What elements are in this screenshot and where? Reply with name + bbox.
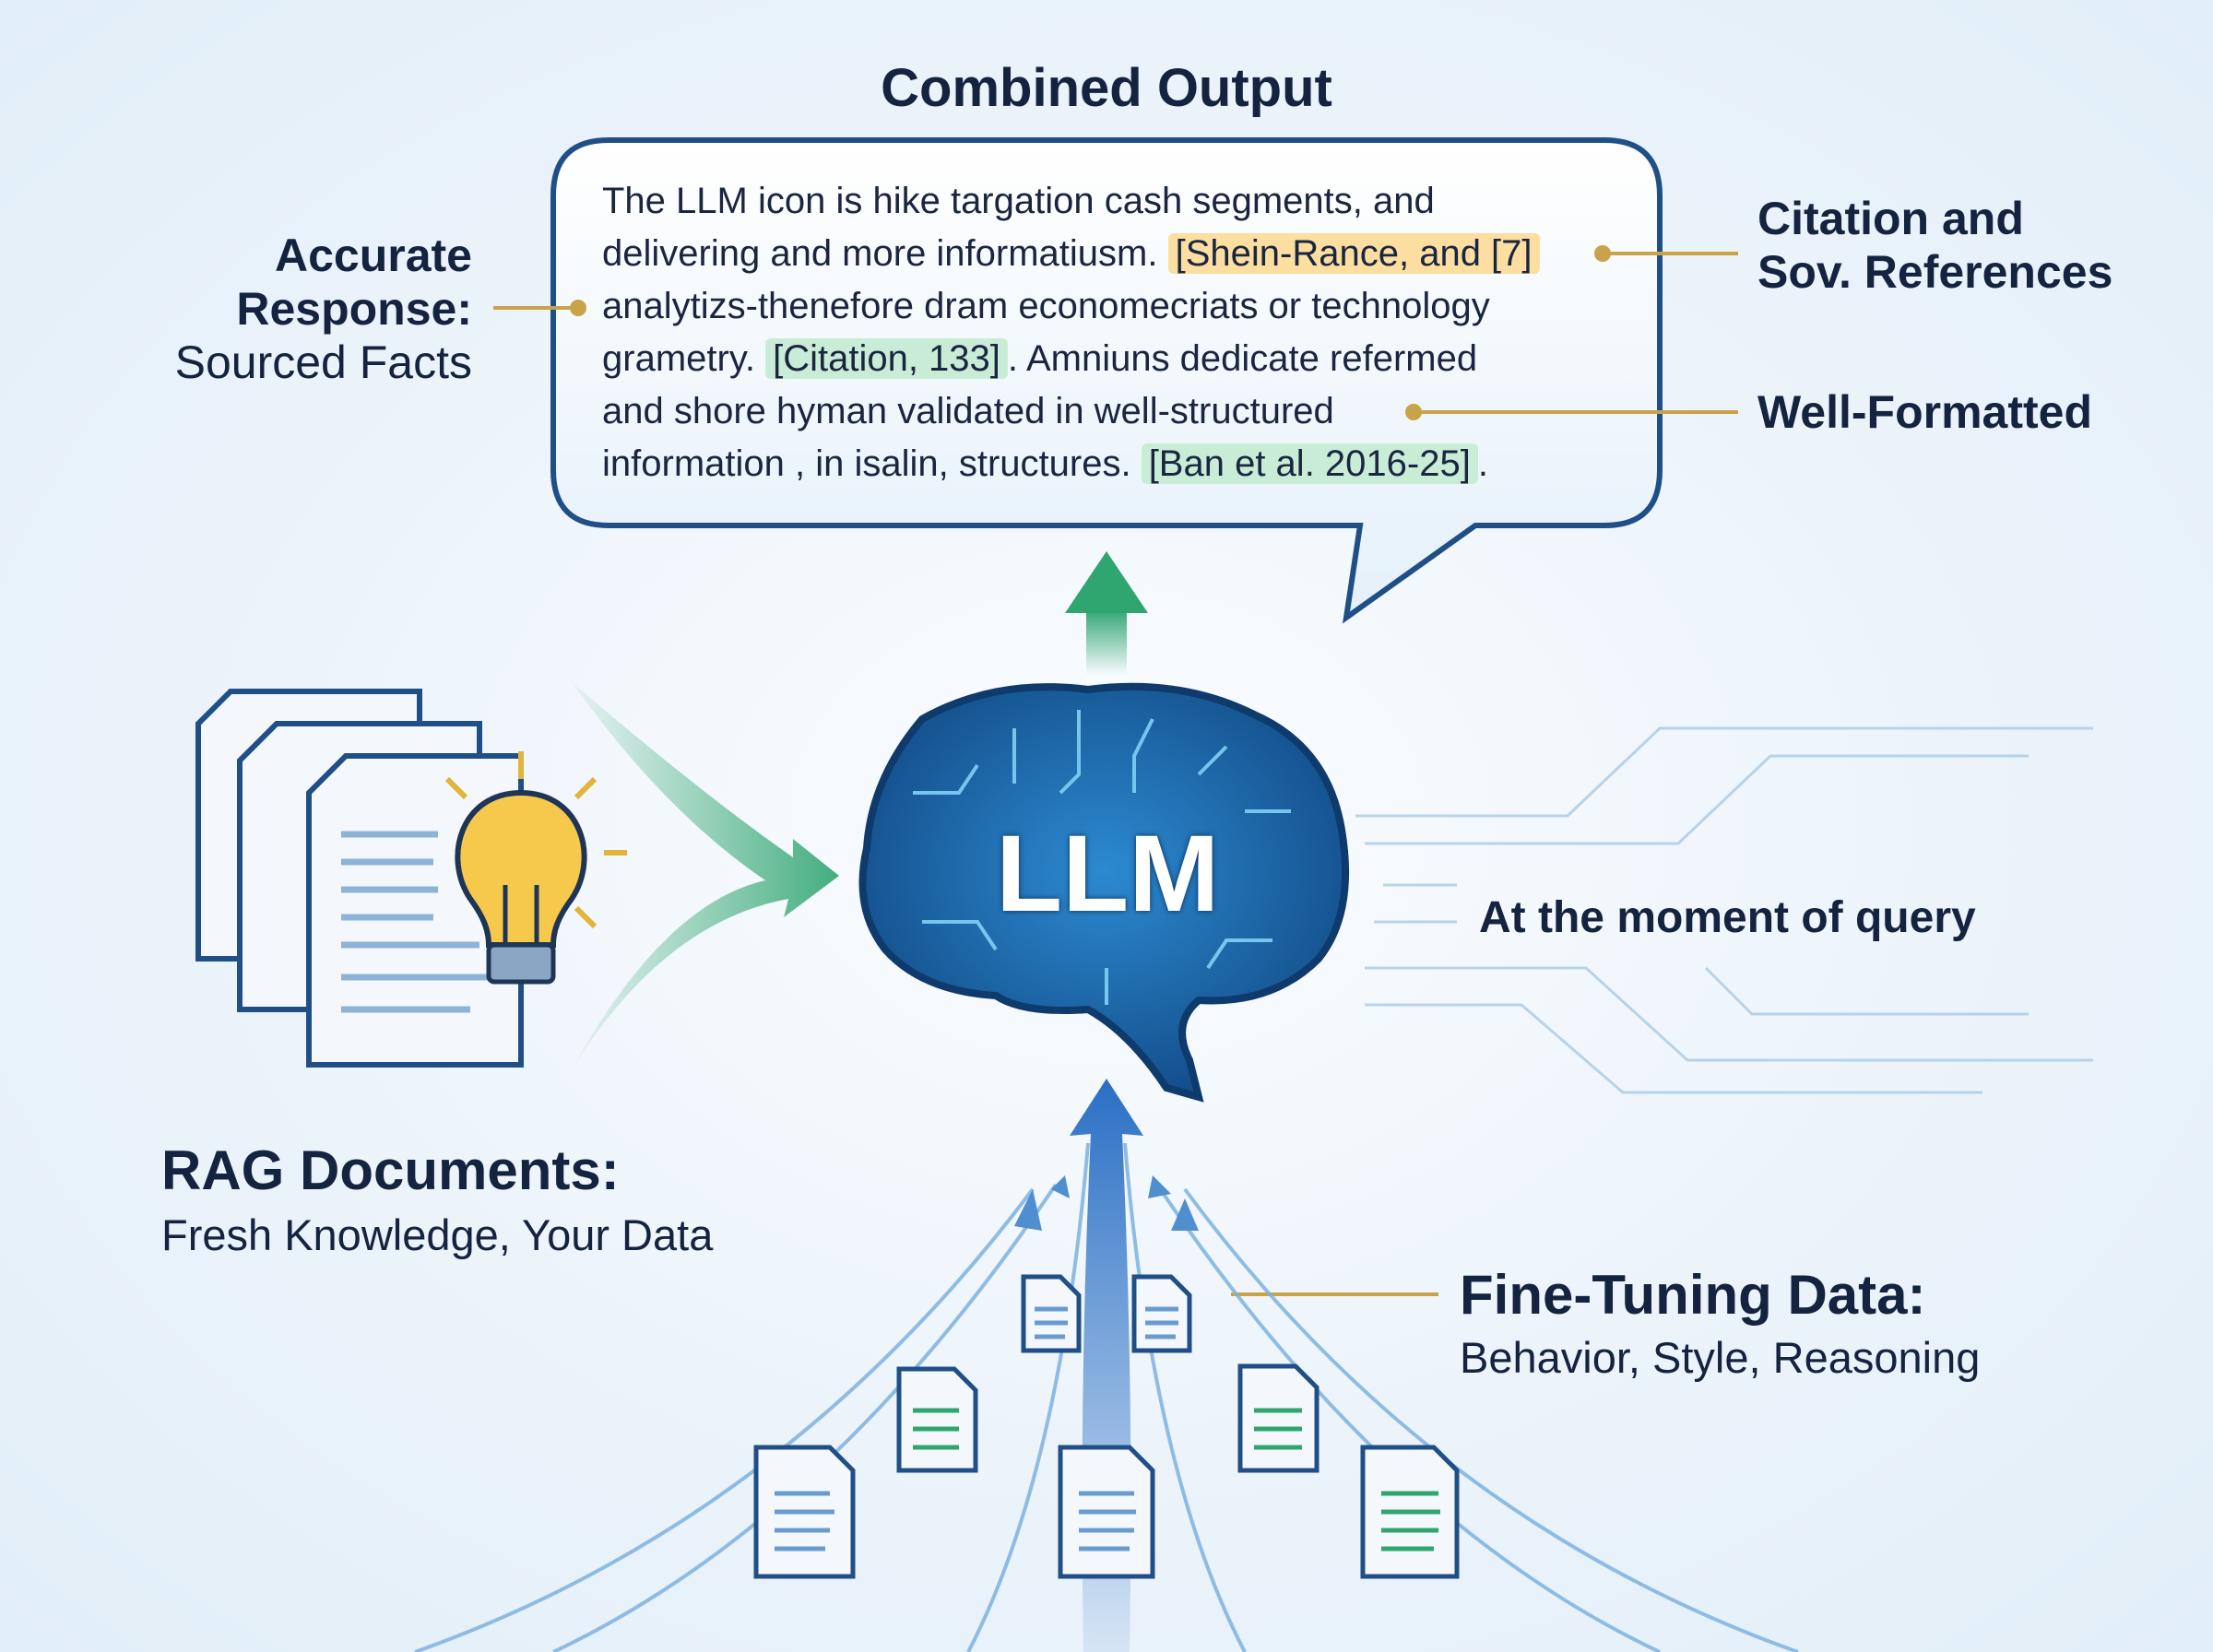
well-formatted-label: Well-Formatted — [1757, 386, 2092, 438]
doc-icon — [1360, 1445, 1460, 1579]
citation-highlight: [Citation, 133] — [765, 338, 1008, 379]
connector-lines — [493, 245, 1738, 1296]
doc-icon — [753, 1445, 856, 1579]
accurate-response-label: Accurate Response: Sourced Facts — [175, 229, 472, 389]
finetune-title: Fine-Tuning Data: — [1460, 1264, 1926, 1326]
output-line: and shore hyman validated in well-struct… — [602, 391, 1334, 431]
llm-brain-icon — [858, 682, 1350, 1103]
finetune-documents — [753, 1274, 1460, 1579]
label-line: Response: — [236, 283, 472, 335]
combined-output-text: The LLM icon is hike targation cash segm… — [602, 175, 1540, 490]
query-label: At the moment of query — [1479, 893, 1976, 942]
output-text: delivering and more informatiusm. — [602, 233, 1158, 274]
rag-title: RAG Documents: — [161, 1139, 620, 1201]
doc-icon — [896, 1366, 978, 1473]
output-text: . — [1477, 443, 1488, 484]
citation-highlight: [Ban et al. 2016-25] — [1141, 443, 1478, 484]
output-line: delivering and more informatiusm. [Shein… — [602, 228, 1540, 280]
output-text: grametry. — [602, 338, 755, 379]
doc-icon — [1131, 1274, 1192, 1353]
label-line: Sov. References — [1757, 246, 2113, 298]
rag-subtitle: Fresh Knowledge, Your Data — [161, 1210, 714, 1259]
citation-highlight: [Shein-Rance, and [7] — [1167, 233, 1540, 274]
doc-icon — [1058, 1445, 1155, 1579]
output-line: information , in isalin, structures. [Ba… — [602, 438, 1540, 490]
label-line: Sourced Facts — [174, 336, 472, 388]
rag-flow-arrow — [572, 682, 839, 1069]
llm-label: LLM — [996, 813, 1220, 935]
lightbulb-icon — [444, 751, 627, 985]
doc-icon — [1021, 1274, 1082, 1353]
query-lines — [1355, 726, 2093, 1094]
label-line: Citation and — [1757, 193, 2024, 244]
output-arrow-icon — [1065, 551, 1148, 675]
citation-label: Citation and Sov. References — [1757, 192, 2112, 299]
finetune-label: Fine-Tuning Data: Behavior, Style, Reaso… — [1460, 1263, 1980, 1383]
output-text: information , in isalin, structures. — [602, 443, 1131, 484]
doc-icon — [1237, 1363, 1320, 1473]
arrowheads — [1014, 1175, 1199, 1231]
rag-label: RAG Documents: Fresh Knowledge, Your Dat… — [161, 1139, 713, 1260]
page-title: Combined Output — [881, 58, 1332, 118]
output-line: The LLM icon is hike targation cash segm… — [602, 181, 1435, 221]
output-line: grametry. [Citation, 133]. Amniuns dedic… — [602, 333, 1540, 385]
finetune-subtitle: Behavior, Style, Reasoning — [1460, 1333, 1981, 1382]
output-text: . Amniuns dedicate refermed — [1007, 338, 1478, 379]
label-line: Accurate — [275, 230, 472, 281]
output-line: analytizs-thenefore dram economecriats o… — [602, 286, 1490, 326]
